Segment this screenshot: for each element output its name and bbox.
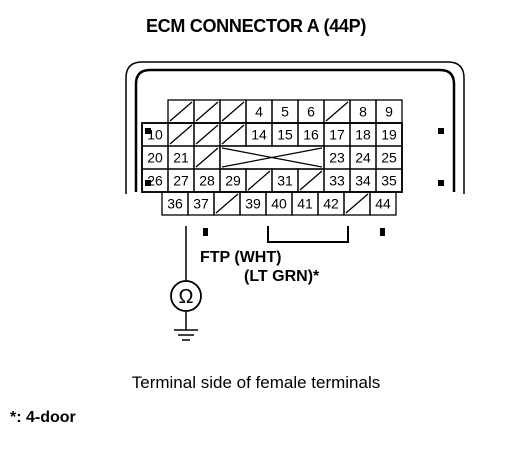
terminal-number: 40 [271, 196, 287, 212]
unused-terminal-slash [345, 193, 369, 214]
ohm-icon: Ω [179, 286, 194, 308]
terminal-number: 39 [245, 196, 261, 212]
latch-right-bottom [438, 180, 444, 186]
unused-terminal-slash [247, 170, 271, 191]
latch-left-bottom [145, 180, 151, 186]
terminal-number: 6 [307, 104, 315, 120]
grid-body-border [141, 122, 403, 193]
terminal-number: 19 [381, 127, 397, 143]
terminal-number: 36 [167, 196, 183, 212]
caption: Terminal side of female terminals [131, 373, 381, 392]
terminal-number: 42 [323, 196, 339, 212]
terminal-number: 15 [277, 127, 293, 143]
terminal-number: 4 [255, 104, 263, 120]
terminal-number: 33 [329, 173, 345, 189]
diagram-title: ECM CONNECTOR A (44P) [145, 16, 367, 36]
terminal-number: 27 [173, 173, 189, 189]
unused-terminal-slash [325, 101, 349, 122]
unused-terminal-slash [169, 124, 193, 145]
terminal-number: 8 [359, 104, 367, 120]
terminal-number: 41 [297, 196, 313, 212]
terminal-number: 29 [225, 173, 241, 189]
wire-label-4door: (LT GRN)* [244, 268, 320, 285]
terminal-number: 16 [303, 127, 319, 143]
latch-left-top [145, 128, 151, 134]
unused-terminal-slash [195, 101, 219, 122]
blocked-cross-line [221, 147, 323, 168]
terminal-number: 17 [329, 127, 345, 143]
unused-terminal-slash [169, 101, 193, 122]
unused-terminal-slash [299, 170, 323, 191]
terminal-number: 20 [147, 150, 163, 166]
terminal-number: 10 [147, 127, 163, 143]
terminal-number: 44 [375, 196, 391, 212]
terminal-grid: 4 5 6 8 9 10 14 15 16 17 18 19 20 21 23 24 25 26 27 28 29 31 3… [141, 99, 403, 216]
terminal-number: 37 [193, 196, 209, 212]
unused-terminal-slash [215, 193, 239, 214]
terminal-number: 26 [147, 173, 163, 189]
connector-shell [134, 68, 456, 192]
terminal-number: 25 [381, 150, 397, 166]
terminal-number: 14 [251, 127, 267, 143]
terminal-number: 35 [381, 173, 397, 189]
terminal-number: 9 [385, 104, 393, 120]
latch-right-top [438, 128, 444, 134]
footnote: *: 4-door [10, 409, 76, 426]
connector-shell-inner [125, 61, 465, 194]
terminal-number: 21 [173, 150, 189, 166]
terminal-number: 24 [355, 150, 371, 166]
terminal-number: 34 [355, 173, 371, 189]
unused-terminal-slash [221, 101, 245, 122]
terminal-number: 31 [277, 173, 293, 189]
terminal-number: 23 [329, 150, 345, 166]
connector-bottom-tab [267, 226, 349, 243]
terminal-number: 5 [281, 104, 289, 120]
unused-terminal-slash [195, 147, 219, 168]
wire-label-ftp: FTP (WHT) [200, 249, 282, 266]
unused-terminal-slash [221, 124, 245, 145]
unused-terminal-slash [195, 124, 219, 145]
terminal-number: 18 [355, 127, 371, 143]
bottom-peg-left [203, 228, 208, 236]
terminal-number: 28 [199, 173, 215, 189]
bottom-peg-right [380, 228, 385, 236]
